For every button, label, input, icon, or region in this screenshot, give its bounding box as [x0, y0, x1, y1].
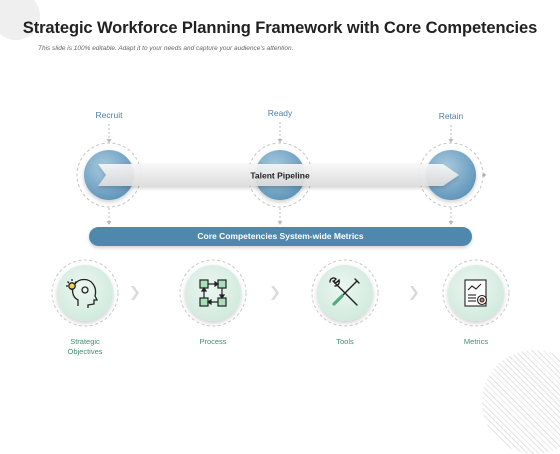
core-competencies-metrics-bar: Core Competencies System-wide Metrics	[89, 227, 472, 246]
competency-label-tools: Tools	[336, 337, 354, 346]
chevron-right-icon	[131, 286, 139, 300]
wrench-screwdriver-icon	[329, 277, 360, 306]
slide-title: Strategic Workforce Planning Framework w…	[22, 19, 538, 37]
stage-label-retain: Retain	[438, 111, 464, 121]
pipeline-end-dot	[482, 173, 486, 177]
process-cycle-icon	[199, 279, 227, 307]
slide-subtitle: This slide is 100% editable. Adapt it to…	[38, 45, 294, 52]
head-lightbulb-icon	[66, 278, 99, 308]
talent-pipeline-arrow	[98, 164, 459, 186]
stage-label-ready: Ready	[267, 108, 293, 118]
stage-label-recruit: Recruit	[95, 110, 123, 120]
competency-label-metrics: Metrics	[463, 337, 489, 346]
chevron-right-icon	[271, 286, 279, 300]
chart-report-icon	[464, 279, 488, 307]
diagram-graphics: Talent Pipeline	[51, 122, 510, 327]
competency-label-process: Process	[199, 337, 227, 346]
competency-label-strategic-objectives: Strategic Objectives	[67, 337, 103, 356]
chevron-right-icon	[410, 286, 418, 300]
talent-pipeline-label: Talent Pipeline	[250, 171, 310, 181]
process-circle	[185, 265, 241, 321]
